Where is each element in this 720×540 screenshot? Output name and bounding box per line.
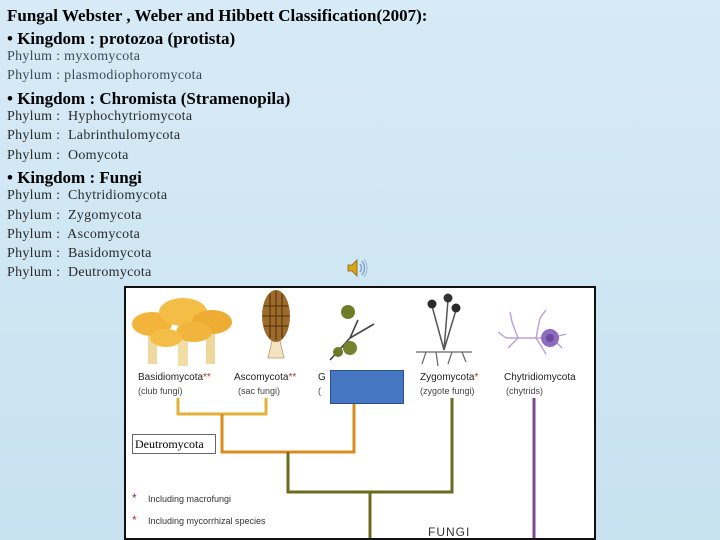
legend-star-macrofungi: *	[132, 491, 137, 505]
label-glomeromycota: G	[318, 372, 326, 383]
phylum-item: Phylum : Labrinthulomycota	[7, 128, 181, 143]
kingdom-protozoa: • Kingdom : protozoa (protista)	[7, 29, 236, 48]
phylum-item: Phylum : Basidomycota	[7, 246, 152, 261]
label-chytridiomycota: Chytridiomycota	[504, 372, 576, 383]
phylum-item: Phylum : Oomycota	[7, 148, 129, 163]
deutromycota-label: Deutromycota	[132, 434, 216, 454]
slide-title: Fungal Webster , Weber and Hibbett Class…	[7, 6, 428, 25]
phylum-item: Phylum : Deutromycota	[7, 265, 152, 280]
label-zygomycota: Zygomycota*	[420, 372, 478, 383]
phylum-item: Phylum : Zygomycota	[7, 208, 142, 223]
kingdom-chromista: • Kingdom : Chromista (Stramenopila)	[7, 89, 291, 108]
phylum-item: Phylum : Hyphochytriomycota	[7, 109, 193, 124]
chytridiomycota-illustration	[497, 309, 567, 355]
sublabel-chytridiomycota: (chytrids)	[506, 386, 543, 396]
covering-box	[330, 370, 404, 404]
legend-macrofungi: Including macrofungi	[148, 494, 231, 504]
basidiomycota-illustration	[132, 298, 232, 366]
label-ascomycota: Ascomycota**	[234, 372, 296, 383]
speaker-icon[interactable]	[346, 257, 370, 279]
sublabel-ascomycota: (sac fungi)	[238, 386, 280, 396]
phylum-item: Phylum : myxomycota	[7, 49, 141, 64]
label-basidiomycota: Basidiomycota**	[138, 372, 211, 383]
phylum-item: Phylum : plasmodiophoromycota	[7, 68, 203, 83]
phylum-item: Phylum : Chytridiomycota	[7, 188, 168, 203]
phylum-item: Phylum : Ascomycota	[7, 227, 141, 242]
fungi-phylogeny-figure: Basidiomycota** (club fungi) Ascomycota*…	[124, 286, 596, 540]
sublabel-glomeromycota: (	[318, 386, 321, 396]
sublabel-basidiomycota: (club fungi)	[138, 386, 183, 396]
zygomycota-illustration	[416, 293, 472, 367]
label-fungi-root: FUNGI	[428, 525, 470, 538]
sublabel-zygomycota: (zygote fungi)	[420, 386, 475, 396]
phylogeny-tree	[176, 398, 536, 538]
figure-legend: * Including macrofungi * Including mycor…	[132, 491, 266, 527]
legend-star-mycorrhizal: *	[132, 513, 137, 527]
ascomycota-illustration	[262, 290, 290, 359]
kingdom-fungi: • Kingdom : Fungi	[7, 168, 142, 187]
legend-mycorrhizal: Including mycorrhizal species	[148, 516, 266, 526]
glomeromycota-illustration	[329, 305, 375, 361]
phylogeny-diagram: Basidiomycota** (club fungi) Ascomycota*…	[132, 290, 576, 538]
